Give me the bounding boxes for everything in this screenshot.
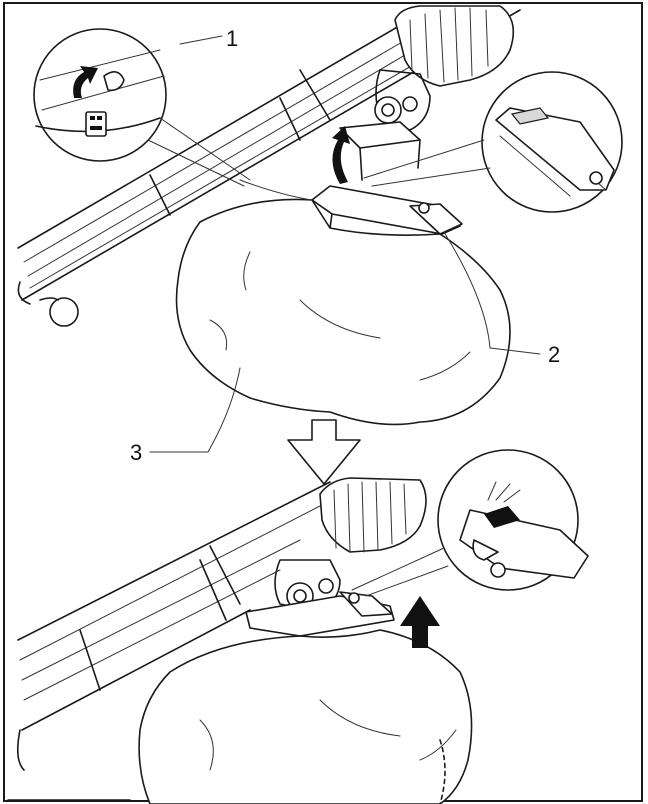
detail-circle-clip xyxy=(33,28,251,187)
motor-housing-top xyxy=(339,5,515,181)
curved-arrow-icon xyxy=(73,66,98,98)
detail-circle-latch-top xyxy=(363,71,623,213)
callout-3: 3 xyxy=(130,367,241,465)
top-panel: 1 2 3 xyxy=(17,5,623,465)
bag-hook-top xyxy=(309,185,463,235)
motor-housing-bottom xyxy=(245,477,427,637)
callout-1-label: 1 xyxy=(226,26,238,51)
rotate-arrow-icon xyxy=(332,126,350,184)
bottom-panel xyxy=(16,449,589,804)
collection-bag-top xyxy=(175,198,511,426)
callout-2-label: 2 xyxy=(548,342,560,367)
up-black-arrow-icon xyxy=(400,596,440,648)
blower-tube-bottom xyxy=(16,481,331,771)
clip-part xyxy=(85,111,107,137)
down-outline-arrow-icon xyxy=(287,419,361,485)
callout-1: 1 xyxy=(179,26,238,51)
collection-bag-bottom xyxy=(138,629,473,804)
callout-3-label: 3 xyxy=(130,440,142,465)
detail-circle-latch-bottom xyxy=(351,449,589,597)
callout-2: 2 xyxy=(443,231,560,367)
